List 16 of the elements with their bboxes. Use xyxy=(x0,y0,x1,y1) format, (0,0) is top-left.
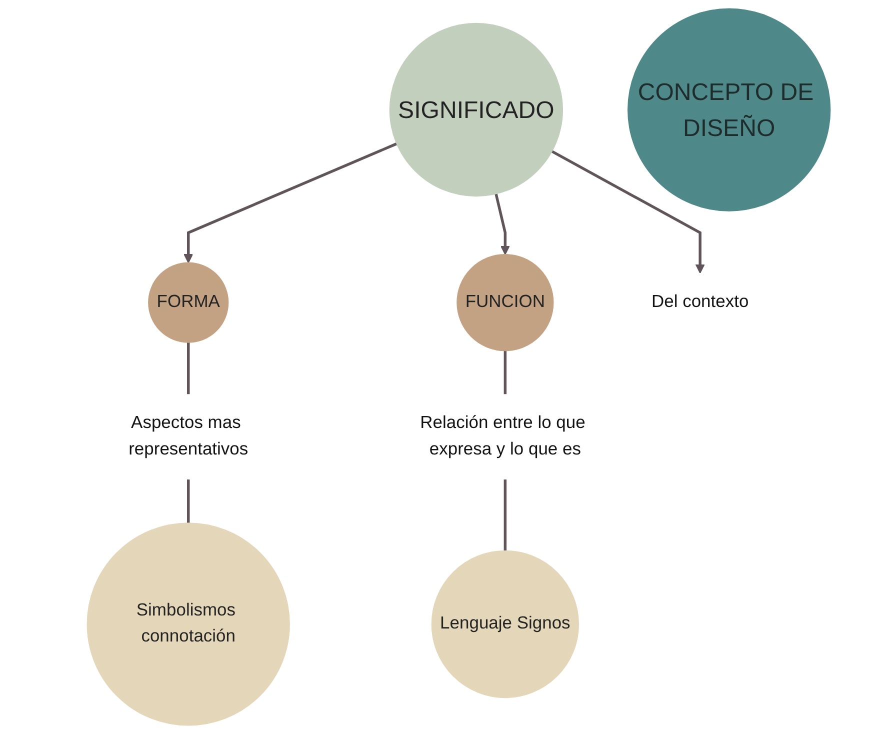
connector xyxy=(504,350,507,394)
node-circle: SIGNIFICADO xyxy=(389,22,564,197)
arrow xyxy=(494,193,510,255)
connector xyxy=(187,342,190,394)
node-circle: Simbolismos connotación xyxy=(86,522,290,726)
connector xyxy=(187,479,190,524)
node-text: Relación entre lo que expresa y lo que es xyxy=(420,414,586,459)
node-circle: Lenguaje Signos xyxy=(431,550,580,698)
node-text: Aspectos mas representativos xyxy=(128,414,248,459)
node-circle: FORMA xyxy=(148,262,229,343)
connector xyxy=(504,479,507,551)
arrow xyxy=(551,150,705,274)
arrow xyxy=(184,142,398,264)
node-circle: FUNCION xyxy=(456,254,554,352)
node-text: Del contexto xyxy=(652,292,749,312)
node-circle: CONCEPTO DE DISEÑO xyxy=(628,8,831,212)
